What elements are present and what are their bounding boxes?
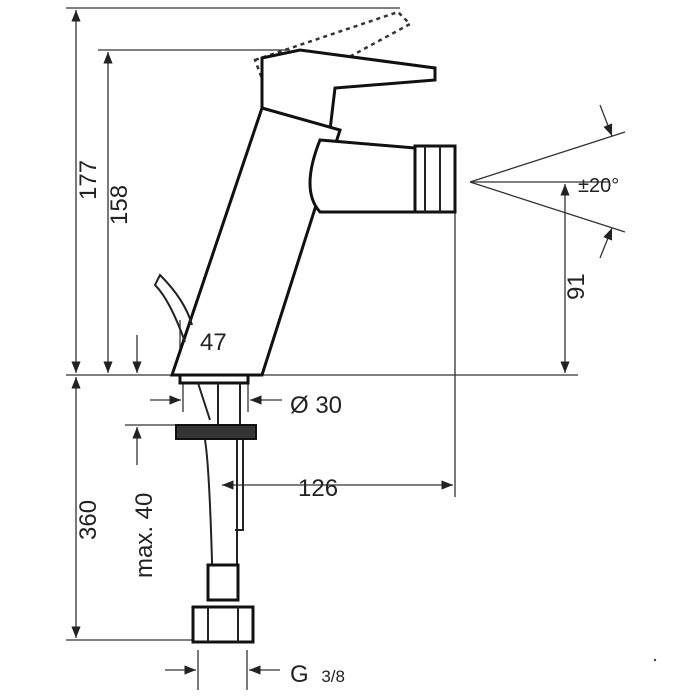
dim-thread-label: G 3/8 [290,661,345,688]
dim-91-label: 91 [563,273,590,300]
dim-diameter-label: Ø 30 [290,392,342,419]
stray-dot [653,658,657,662]
dim-angle-label: ±20° [578,175,619,197]
thread-fraction: 3/8 [321,667,345,686]
faucet-outline [153,10,457,644]
dim-360-label: 360 [75,500,102,540]
dim-max40-label: max. 40 [131,493,158,578]
dim-158-label: 158 [106,185,133,225]
dim-177-label: 177 [75,160,102,200]
dim-126-label: 126 [298,475,338,502]
dimension-lines [71,10,626,675]
dim-47-label: 47 [200,329,227,356]
thread-prefix: G [290,661,309,688]
